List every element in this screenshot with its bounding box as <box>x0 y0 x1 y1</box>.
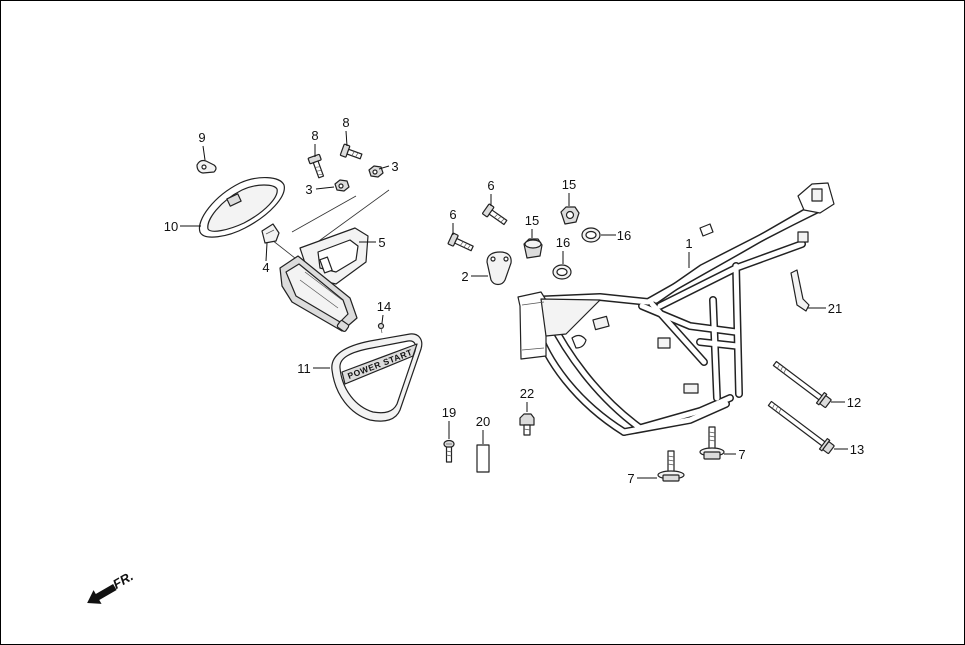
callout-label: 6 <box>449 207 456 222</box>
callout-label: 21 <box>828 301 842 316</box>
bolt-part-12 <box>772 360 832 408</box>
spacer-part-20 <box>476 444 490 473</box>
bolt-part-8-right <box>339 143 363 160</box>
callout-label: 16 <box>556 235 570 250</box>
callout-label: 16 <box>617 228 631 243</box>
clip-part-4 <box>261 223 280 244</box>
bolt-part-13 <box>767 400 835 454</box>
callout-label: 9 <box>198 130 205 145</box>
callout-label: 5 <box>378 235 385 250</box>
callout-label: 10 <box>164 219 178 234</box>
callout-label: 3 <box>391 159 398 174</box>
callout-label: 4 <box>262 260 269 275</box>
plate-part-2 <box>486 251 512 286</box>
callout-label: 14 <box>377 299 391 314</box>
main-frame-part-1 <box>517 182 835 436</box>
callout-label: 8 <box>311 128 318 143</box>
callout-label: 15 <box>525 213 539 228</box>
callout-label: 8 <box>342 115 349 130</box>
callout-label: 3 <box>305 182 312 197</box>
washer-part-16-lower <box>552 264 572 280</box>
callout-label: 11 <box>297 361 311 376</box>
side-cover-part-11: POWER START <box>331 333 423 422</box>
screw-part-19 <box>443 439 455 463</box>
bracket-part-21 <box>790 269 810 312</box>
callout-label: 13 <box>850 442 864 457</box>
callout-label: 22 <box>520 386 534 401</box>
callout-label: 7 <box>627 471 634 486</box>
callout-label: 15 <box>562 177 576 192</box>
nut-part-3-right <box>368 165 384 178</box>
toolbox-part-5 <box>279 227 369 332</box>
nut-part-15-upper <box>560 206 580 225</box>
callout-label: 20 <box>476 414 490 429</box>
callout-label: 12 <box>847 395 861 410</box>
callout-label: 2 <box>461 269 468 284</box>
screw-part-14 <box>377 322 385 334</box>
bolt-part-6-upper <box>482 203 508 226</box>
front-arrow-icon <box>87 583 117 604</box>
callout-label: 19 <box>442 405 456 420</box>
callout-label: 7 <box>738 447 745 462</box>
bolt-part-8-left <box>307 153 325 179</box>
callout-label: 6 <box>487 178 494 193</box>
cover-part-10 <box>198 177 285 238</box>
nut-part-3-left <box>334 179 350 192</box>
bolt-part-7-upper <box>699 426 725 460</box>
bolt-part-7-lower <box>657 450 685 482</box>
nut-part-15-lower <box>523 238 543 259</box>
bolt-part-6-lower <box>447 232 474 252</box>
callout-label: 1 <box>685 236 692 251</box>
clip-part-9 <box>196 159 217 174</box>
callout-labels: 9 8 8 3 3 10 4 5 14 11 6 6 15 15 16 16 2… <box>164 115 864 486</box>
washer-part-16-upper <box>581 227 601 243</box>
leader-lines <box>180 130 848 479</box>
bolt-part-22 <box>519 413 535 436</box>
